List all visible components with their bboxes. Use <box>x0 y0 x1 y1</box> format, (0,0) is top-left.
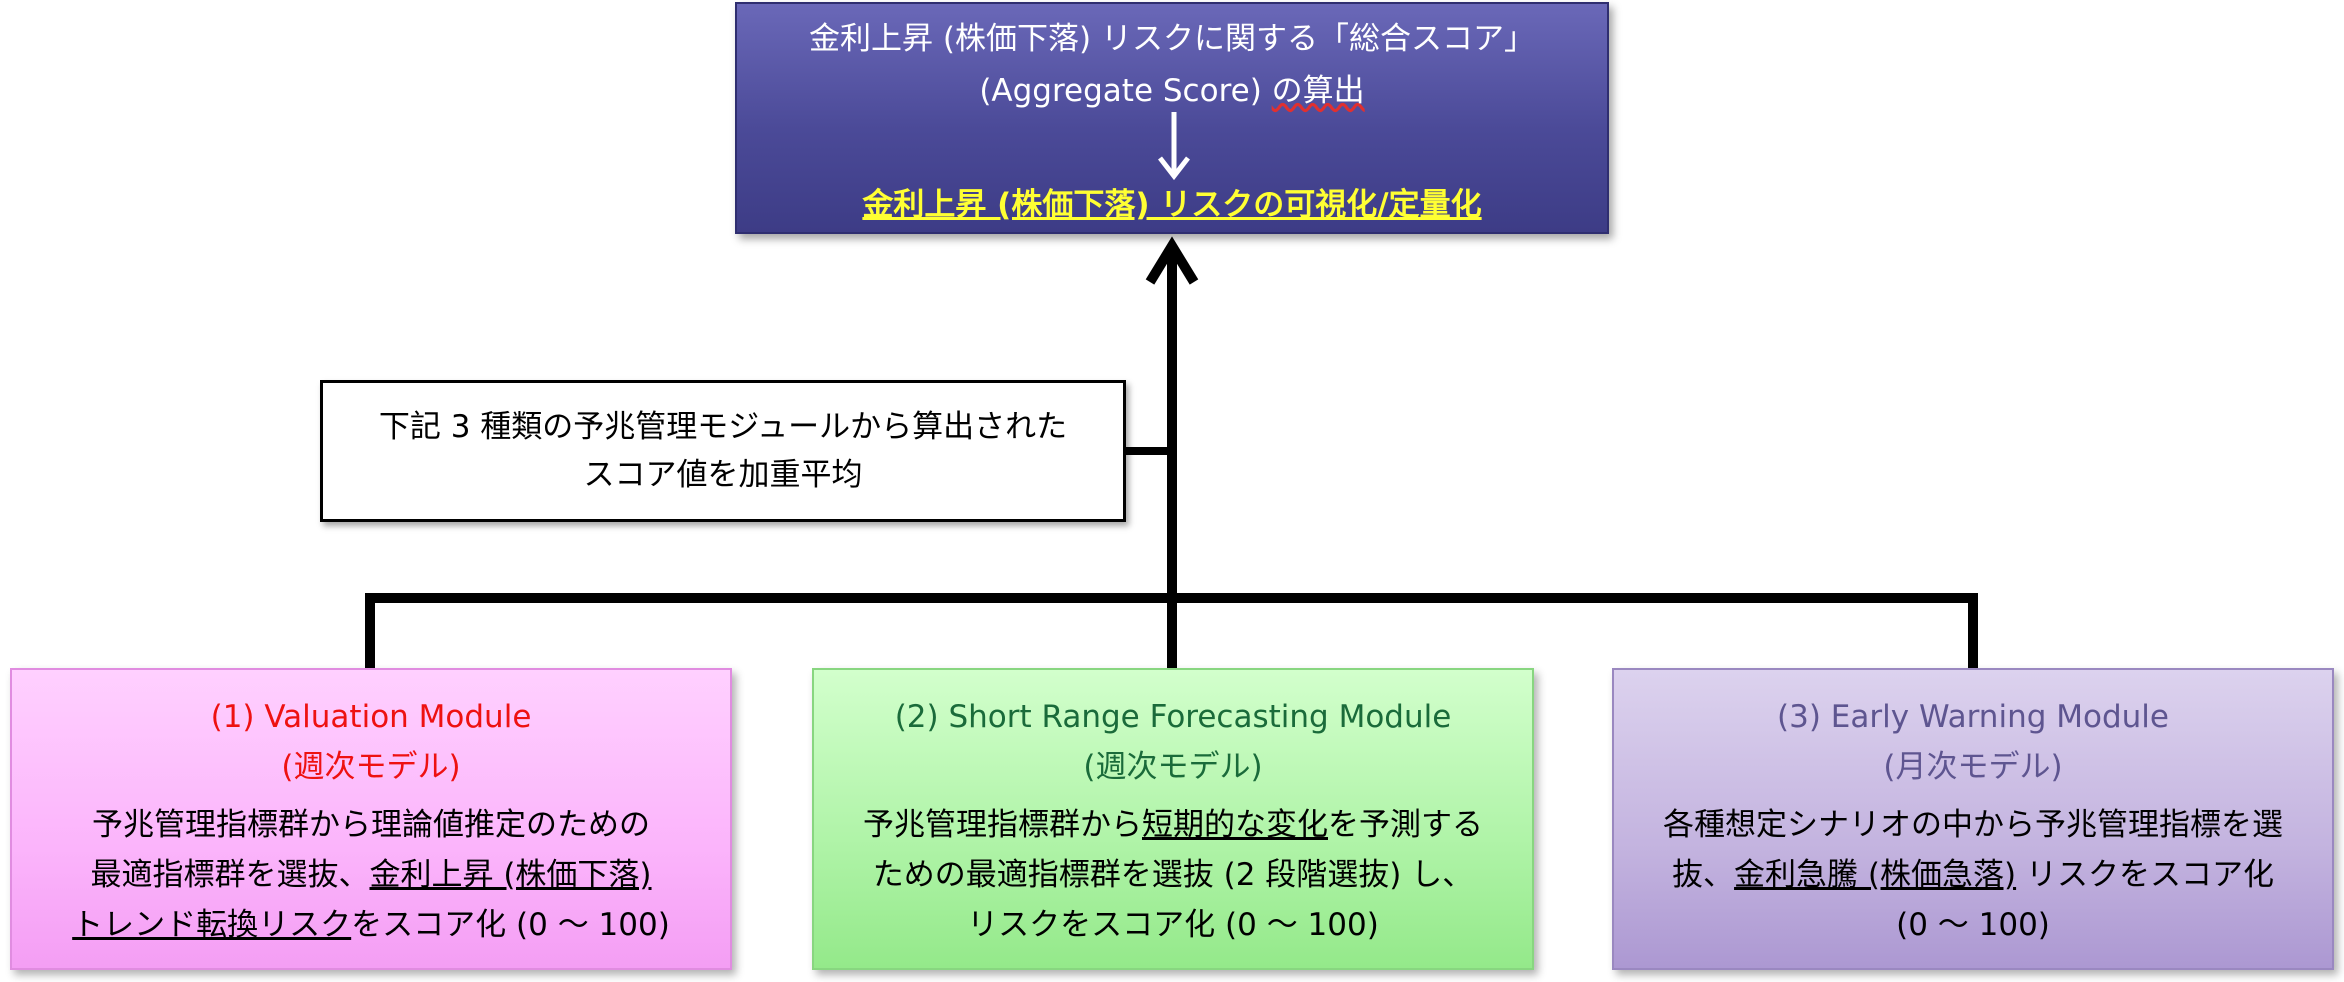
underlined-span: 短期的な変化 <box>1142 807 1328 843</box>
description-line: リスクをスコア化 (0 〜 100) <box>967 907 1379 943</box>
note-line2: スコア値を加重平均 <box>583 457 863 493</box>
module-subtitle: (月次モデル) <box>1883 749 2063 785</box>
description-line: 予兆管理指標群から理論値推定のための <box>92 807 650 843</box>
note-line1: 下記 3 種類の予兆管理モジュールから算出された <box>378 409 1068 445</box>
module-title: (3) Early Warning Module <box>1777 699 2169 735</box>
underlined-span: 金利上昇 (株価下落) <box>369 857 652 893</box>
description-line: 各種想定シナリオの中から予兆管理指標を選 <box>1663 807 2283 843</box>
down-arrow-icon <box>1158 112 1190 181</box>
up-arrow-head <box>1145 236 1199 285</box>
description-line: 最適指標群を選抜、金利上昇 (株価下落) <box>12 850 730 900</box>
description-line: トレンド転換リスクをスコア化 (0 〜 100) <box>12 900 730 950</box>
module-title: (2) Short Range Forecasting Module <box>894 699 1452 735</box>
underlined-span: 金利急騰 (株価急落) <box>1734 857 2017 893</box>
module-description: 予兆管理指標群から短期的な変化を予測する ための最適指標群を選抜 (2 段階選抜… <box>814 800 1532 950</box>
description-line: 予兆管理指標群から短期的な変化を予測する <box>814 800 1532 850</box>
short-range-forecasting-module-box: (2) Short Range Forecasting Module (週次モデ… <box>812 668 1534 970</box>
description-line: (0 〜 100) <box>1896 907 2050 943</box>
text-span: 抜、 <box>1672 857 1735 893</box>
aggregate-score-label: (Aggregate Score) <box>979 73 1272 109</box>
weighted-average-note: 下記 3 種類の予兆管理モジュールから算出された スコア値を加重平均 <box>320 380 1126 522</box>
module-subtitle: (週次モデル) <box>281 749 461 785</box>
underlined-span: トレンド転換リスク <box>72 907 352 943</box>
calc-label: の算出 <box>1271 73 1365 109</box>
text-span: 予兆管理指標群から <box>863 807 1142 843</box>
aggregate-title-line2: (Aggregate Score) の算出 <box>737 66 1607 116</box>
description-line: ための最適指標群を選抜 (2 段階選抜) し、 <box>872 857 1474 893</box>
module-subtitle: (週次モデル) <box>1083 749 1263 785</box>
text-span: 最適指標群を選抜、 <box>90 857 370 893</box>
text-span: リスクをスコア化 <box>2016 857 2274 893</box>
module-title: (1) Valuation Module <box>210 699 532 735</box>
visualization-label: 金利上昇 (株価下落) リスクの可視化/定量化 <box>862 187 1482 223</box>
aggregate-title-line1: 金利上昇 (株価下落) リスクに関する「総合スコア」 <box>809 21 1535 57</box>
module-description: 予兆管理指標群から理論値推定のための 最適指標群を選抜、金利上昇 (株価下落) … <box>12 800 730 950</box>
module-description: 各種想定シナリオの中から予兆管理指標を選 抜、金利急騰 (株価急落) リスクをス… <box>1614 800 2332 950</box>
text-span: を予測する <box>1328 807 1483 843</box>
description-line: 抜、金利急騰 (株価急落) リスクをスコア化 <box>1614 850 2332 900</box>
aggregate-score-box: 金利上昇 (株価下落) リスクに関する「総合スコア」 (Aggregate Sc… <box>735 2 1609 234</box>
text-span: をスコア化 (0 〜 100) <box>351 907 670 943</box>
valuation-module-box: (1) Valuation Module (週次モデル) 予兆管理指標群から理論… <box>10 668 732 970</box>
early-warning-module-box: (3) Early Warning Module (月次モデル) 各種想定シナリ… <box>1612 668 2334 970</box>
